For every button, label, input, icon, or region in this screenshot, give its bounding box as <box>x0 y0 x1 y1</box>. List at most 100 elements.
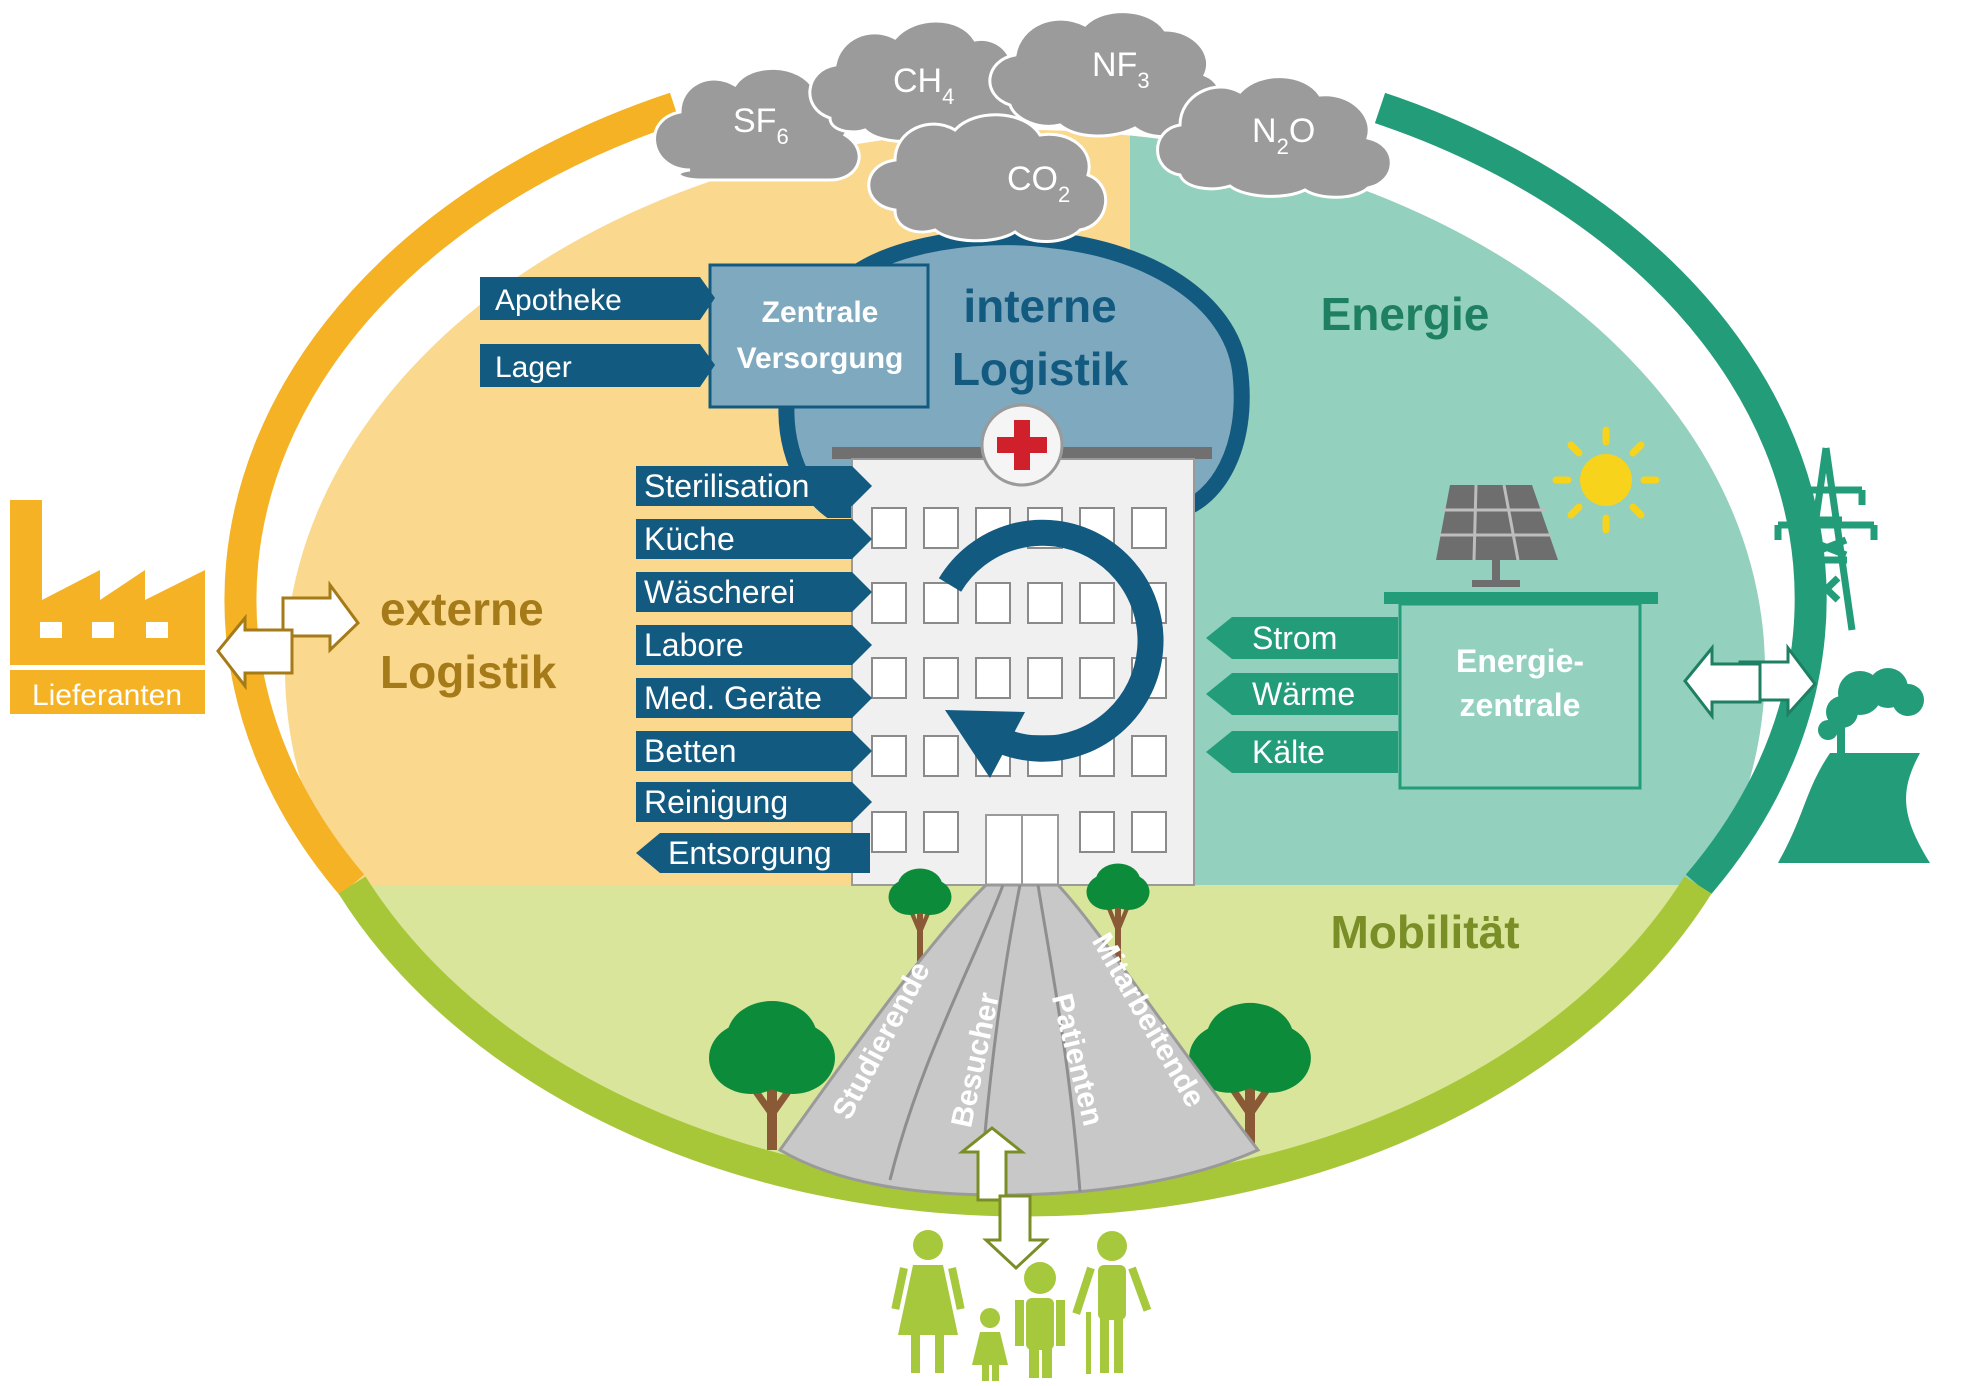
service-arrow <box>636 572 872 612</box>
hospital-window <box>923 507 959 549</box>
energy-center: Energie- zentrale Strom Wärme Kälte <box>1206 592 1658 790</box>
hospital-window <box>1027 657 1063 699</box>
service-arrow <box>636 782 872 822</box>
service-entsorgung: Entsorgung <box>636 833 870 873</box>
tree-icon <box>709 1001 835 1150</box>
service-labore: Labore <box>636 625 872 665</box>
person-child <box>972 1308 1008 1385</box>
hospital-window <box>1131 735 1167 777</box>
cloud-nf3 <box>988 10 1223 139</box>
service-label: Entsorgung <box>668 835 832 871</box>
service-med-geraete: Med. Geräte <box>636 678 872 718</box>
people-icon <box>891 1230 1152 1385</box>
internal-logistics-line2: Logistik <box>952 343 1129 395</box>
hospital-window <box>871 735 907 777</box>
sun-icon <box>1552 426 1660 534</box>
hospital-window <box>1131 811 1167 853</box>
suppliers-double-arrow-icon <box>216 580 360 691</box>
hospital-window <box>871 811 907 853</box>
central-supply-line2: Versorgung <box>737 342 904 375</box>
central-supply: Zentrale Versorgung Apotheke Lager <box>480 263 930 409</box>
supply-input-apotheke: Apotheke <box>480 277 715 320</box>
service-arrow <box>636 466 872 506</box>
external-logistics-title-line1: externe <box>380 583 544 635</box>
service-label: Küche <box>644 521 735 557</box>
hospital-window <box>1079 657 1115 699</box>
service-label: Med. Geräte <box>644 680 822 716</box>
service-arrow <box>636 731 872 771</box>
energy-title: Energie <box>1321 288 1490 340</box>
service-label: Wäscherei <box>644 574 795 610</box>
energy-double-arrow-icon <box>1683 643 1817 721</box>
hospital-window <box>871 657 907 699</box>
internal-logistics-line1: interne <box>963 280 1116 332</box>
mobility-double-arrow-icon <box>957 1126 1050 1271</box>
trees <box>709 863 1311 1150</box>
tree-icon <box>888 868 952 965</box>
gas-label-nf3: NF3 <box>1092 46 1150 93</box>
hospital-window <box>871 582 907 624</box>
central-supply-line1: Zentrale <box>762 296 879 329</box>
hospital-building <box>832 403 1212 886</box>
tree-icon <box>1086 863 1150 965</box>
hospital-window <box>975 657 1011 699</box>
energy-output-kaelte: Kälte <box>1206 731 1398 773</box>
hospital-window <box>923 735 959 777</box>
service-label: Sterilisation <box>644 468 809 504</box>
energy-ring <box>1374 92 1827 896</box>
hospital-window <box>1079 582 1115 624</box>
supply-input-lager: Lager <box>480 344 715 387</box>
service-label: Reinigung <box>644 784 788 820</box>
hospital-window <box>975 582 1011 624</box>
suppliers-label: Lieferanten <box>32 679 182 712</box>
person-woman <box>891 1230 965 1373</box>
hospital-window <box>923 657 959 699</box>
cloud-co2 <box>867 113 1107 243</box>
hospital-window <box>1131 507 1167 549</box>
emission-clouds <box>653 10 1393 243</box>
person-elderly <box>1072 1231 1152 1374</box>
external-logistics-title-line2: Logistik <box>380 646 557 698</box>
cooling-tower-icon <box>1778 668 1930 863</box>
hospital-window <box>871 507 907 549</box>
tree-icon <box>1189 1002 1311 1150</box>
service-arrow <box>636 678 872 718</box>
supply-input-apotheke-label: Apotheke <box>495 284 622 317</box>
cloud-n2o <box>1156 75 1393 199</box>
supply-input-lager-label: Lager <box>495 351 572 384</box>
service-waescherei: Wäscherei <box>636 572 872 612</box>
energy-output-waerme-label: Wärme <box>1252 676 1355 712</box>
energy-center-line2: zentrale <box>1460 687 1581 723</box>
gas-label-ch4: CH4 <box>893 62 954 109</box>
person-man <box>1015 1262 1065 1378</box>
gas-label-co2: CO2 <box>1007 160 1070 207</box>
hospital-window <box>923 582 959 624</box>
service-betten: Betten <box>636 731 872 771</box>
energy-center-line1: Energie- <box>1456 643 1584 679</box>
mobility-title: Mobilität <box>1330 906 1519 958</box>
energy-output-waerme: Wärme <box>1206 673 1398 715</box>
power-pylon-icon <box>1774 447 1878 631</box>
hospital-window <box>1027 582 1063 624</box>
energy-output-strom-label: Strom <box>1252 620 1337 656</box>
service-arrow <box>636 625 872 665</box>
factory-icon: Lieferanten <box>10 500 205 714</box>
hospital-window <box>1079 811 1115 853</box>
energy-output-strom: Strom <box>1206 617 1398 659</box>
solar-panel-icon <box>1436 484 1558 587</box>
cycle-arrow-icon <box>938 519 1164 778</box>
gas-label-n2o: N2O <box>1252 112 1315 159</box>
energy-center-box <box>1398 602 1642 790</box>
central-supply-box <box>708 263 930 409</box>
energy-output-kaelte-label: Kälte <box>1252 734 1325 770</box>
service-kueche: Küche <box>636 519 872 559</box>
hospital-cross-icon <box>980 403 1064 487</box>
hospital-window <box>923 811 959 853</box>
gas-label-sf6: SF6 <box>733 102 789 149</box>
service-label: Labore <box>644 627 744 663</box>
service-sterilisation: Sterilisation <box>636 466 872 506</box>
